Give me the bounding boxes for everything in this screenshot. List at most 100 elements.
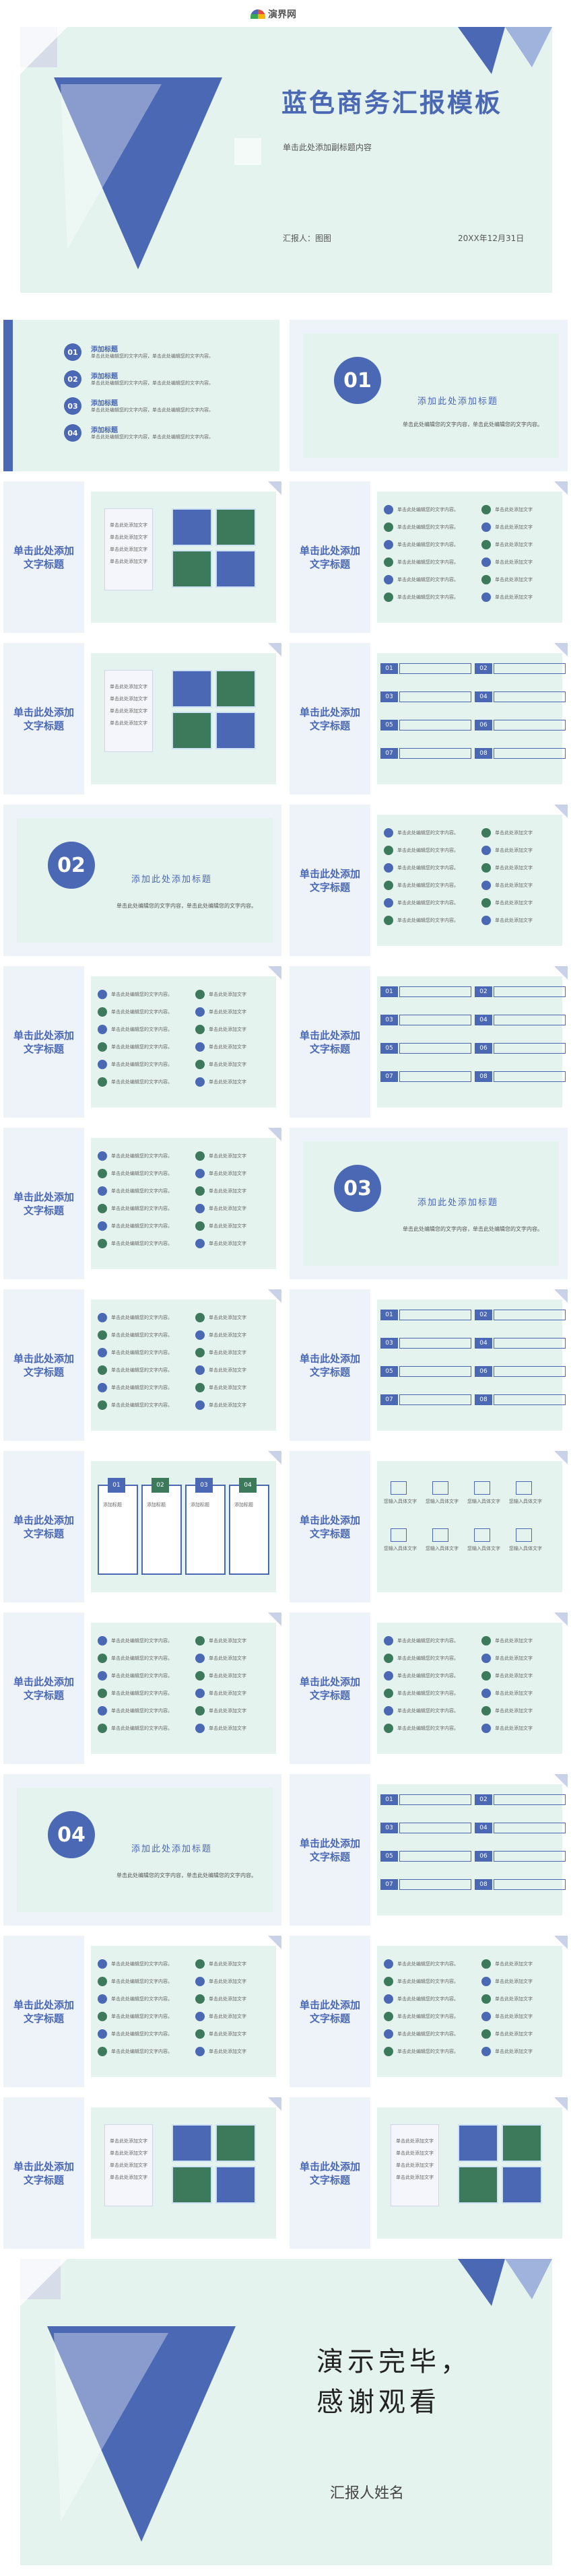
slide-side-title: 单击此处添加文字标题 <box>13 1190 74 1217</box>
icon-box <box>432 1481 448 1495</box>
icon-caption: 您输入具体文字 <box>384 1499 417 1504</box>
list-bullet-icon <box>98 1186 107 1196</box>
list-bullet-icon <box>195 1706 205 1716</box>
list-item: 单击此处添加文字 <box>209 1673 246 1679</box>
list-bullet-icon <box>481 1959 491 1969</box>
list-bullet-icon <box>98 1959 107 1969</box>
section-slide: 04 添加此处添加标题 单击此处编辑您的文字内容，单击此处编辑您的文字内容。 <box>3 1774 281 1926</box>
step-title: 添加标题 <box>191 1502 209 1507</box>
list-item: 单击此处编辑您的文字内容。 <box>111 1153 172 1159</box>
content-slide: 单击此处添加文字标题 单击此处编辑您的文字内容。 单击此处添加文字 单击此处编辑… <box>3 1128 281 1279</box>
icon-box <box>432 1528 448 1542</box>
list-item: 单击此处添加文字 <box>209 1241 246 1246</box>
list-item: 单击此处添加文字 <box>495 900 533 906</box>
list-item: 单击此处编辑您的文字内容。 <box>397 1726 459 1731</box>
number-badge: 04 <box>475 1338 492 1349</box>
list-item: 单击此处添加文字 <box>209 1044 246 1050</box>
list-bullet-icon <box>98 1636 107 1646</box>
content-slide: 单击此处添加文字标题 01 02 03 04 05 06 07 08 <box>290 1289 568 1441</box>
list-bullet-icon <box>481 1977 491 1986</box>
list-bullet-icon <box>481 898 491 908</box>
ending-line1: 演示完毕， <box>316 2346 471 2377</box>
step-number: 01 <box>108 1478 125 1493</box>
number-badge: 01 <box>380 1310 398 1320</box>
list-bullet-icon <box>98 1994 107 2004</box>
list-item: 单击此处添加文字 <box>495 1673 533 1679</box>
list-item: 单击此处添加文字 <box>495 1961 533 1967</box>
list-bullet-icon <box>98 1151 107 1161</box>
number-badge: 03 <box>380 1015 398 1025</box>
list-item: 单击此处添加文字 <box>209 1656 246 1661</box>
toc-desc: 单击此处编辑您的文字内容，单击此处编辑您的文字内容。 <box>91 434 213 440</box>
list-item: 单击此处编辑您的文字内容。 <box>397 507 459 512</box>
number-badge: 08 <box>475 1879 492 1890</box>
list-bullet-icon <box>195 1365 205 1375</box>
list-bullet-icon <box>481 592 491 602</box>
list-item: 单击此处添加文字 <box>110 547 147 552</box>
toc-label[interactable]: 添加标题 <box>91 400 118 407</box>
number-badge: 06 <box>475 1851 492 1862</box>
slide-side-title: 单击此处添加文字标题 <box>299 1029 360 1055</box>
feature-tile <box>172 2124 212 2162</box>
list-bullet-icon <box>481 522 491 532</box>
list-bullet-icon <box>481 1724 491 1733</box>
list-bullet-icon <box>384 575 393 584</box>
toc-number: 04 <box>64 424 81 442</box>
list-item: 单击此处添加文字 <box>209 1350 246 1355</box>
list-item: 单击此处编辑您的文字内容。 <box>111 1171 172 1176</box>
list-item: 单击此处添加文字 <box>209 992 246 997</box>
list-bullet-icon <box>98 990 107 999</box>
list-bullet-icon <box>195 2047 205 2056</box>
list-bullet-icon <box>195 1959 205 1969</box>
number-badge: 07 <box>380 1394 398 1405</box>
section-slide: 02 添加此处添加标题 单击此处编辑您的文字内容，单击此处编辑您的文字内容。 <box>3 805 281 956</box>
list-bullet-icon <box>195 1636 205 1646</box>
feature-tile <box>172 550 212 588</box>
feature-tile <box>172 712 212 749</box>
list-bullet-icon <box>195 1994 205 2004</box>
list-bullet-icon <box>481 916 491 925</box>
list-item: 单击此处编辑您的文字内容。 <box>111 1188 172 1194</box>
list-item: 单击此处编辑您的文字内容。 <box>397 1673 459 1679</box>
list-bullet-icon <box>481 881 491 890</box>
list-item: 单击此处添加文字 <box>110 720 147 726</box>
list-item: 单击此处添加文字 <box>396 2150 434 2156</box>
list-item: 单击此处添加文字 <box>209 1638 246 1643</box>
list-item: 单击此处添加文字 <box>495 507 533 512</box>
list-item: 单击此处添加文字 <box>495 1691 533 1696</box>
toc-label[interactable]: 添加标题 <box>91 346 118 353</box>
slide-side-title: 单击此处添加文字标题 <box>13 1029 74 1055</box>
icon-box <box>474 1528 490 1542</box>
list-item: 单击此处添加文字 <box>495 524 533 530</box>
list-item: 单击此处添加文字 <box>209 1996 246 2002</box>
number-badge: 07 <box>380 1879 398 1890</box>
section-01-slide: 01 添加此处添加标题 单击此处编辑您的文字内容，单击此处编辑您的文字内容。 <box>290 320 568 471</box>
list-bullet-icon <box>481 1994 491 2004</box>
list-bullet-icon <box>195 1025 205 1034</box>
list-bullet-icon <box>195 1654 205 1663</box>
list-bullet-icon <box>481 2012 491 2021</box>
list-item: 单击此处编辑您的文字内容。 <box>111 1009 172 1015</box>
list-item: 单击此处添加文字 <box>495 865 533 871</box>
slide-side-title: 单击此处添加文字标题 <box>299 1675 360 1701</box>
list-bullet-icon <box>384 540 393 549</box>
list-item: 单击此处添加文字 <box>209 1726 246 1731</box>
list-item: 单击此处添加文字 <box>110 684 147 689</box>
content-slide: 单击此处添加文字标题 单击此处编辑您的文字内容。 单击此处添加文字 单击此处编辑… <box>290 481 568 633</box>
toc-label[interactable]: 添加标题 <box>91 373 118 380</box>
list-bullet-icon <box>98 1221 107 1231</box>
logo: 演界网 <box>250 4 325 24</box>
list-bullet-icon <box>195 1169 205 1178</box>
content-slide: 单击此处添加文字标题 01 02 03 04 05 06 07 08 <box>290 643 568 794</box>
toc-label[interactable]: 添加标题 <box>91 427 118 434</box>
list-bullet-icon <box>195 1400 205 1410</box>
list-item: 单击此处添加文字 <box>209 1079 246 1085</box>
cover-date: 20XX年12月31日 <box>458 234 525 243</box>
step-number: 04 <box>239 1478 257 1493</box>
toc-desc: 单击此处编辑您的文字内容，单击此处编辑您的文字内容。 <box>91 407 213 413</box>
list-item: 单击此处编辑您的文字内容。 <box>111 1656 172 1661</box>
list-item: 单击此处编辑您的文字内容。 <box>397 524 459 530</box>
slide-side-title: 单击此处添加文字标题 <box>299 544 360 570</box>
toc-desc: 单击此处编辑您的文字内容，单击此处编辑您的文字内容。 <box>91 353 213 359</box>
list-bullet-icon <box>195 1383 205 1392</box>
